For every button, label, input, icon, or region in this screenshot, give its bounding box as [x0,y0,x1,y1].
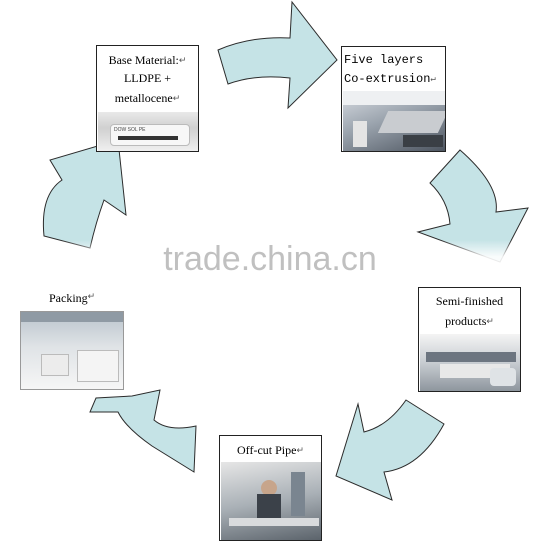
step-base-material: Base Material:↵ LLDPE + metallocene↵ DOW… [96,45,199,152]
step-semi-finished-line2: products [445,314,487,328]
packing-warehouse-photo [20,311,124,390]
watermark-text: trade.china.cn [163,240,377,278]
step-off-cut-pipe-label: Off-cut Pipe [237,443,297,457]
step-base-material-line2: LLDPE + [123,71,172,85]
step-semi-finished: Semi-finished products↵ [418,287,521,392]
arrow-semifinished-to-offcut [335,399,445,501]
production-line-photo [420,334,520,391]
step-off-cut-pipe: Off-cut Pipe↵ [219,435,322,541]
step-coextrusion-line2: Co-extrusion [344,72,431,86]
resin-bags-photo: DOW SOL PE [98,112,198,151]
watermark-band [0,240,538,282]
step-semi-finished-line1: Semi-finished [435,294,504,308]
resin-bag-label: DOW SOL PE [114,127,146,133]
arrow-base-to-coextrusion [217,0,338,110]
step-coextrusion-line1: Five layers [344,53,424,67]
extrusion-line-photo [343,91,445,151]
arrow-packing-to-base [42,139,127,249]
step-coextrusion: Five layers Co-extrusion↵ [341,46,446,152]
step-base-material-line1: Base Material: [108,53,179,67]
step-packing-label: Packing [49,291,88,305]
pipe-cutting-photo [221,462,321,540]
arrow-offcut-to-packing [89,389,197,473]
step-base-material-line3: metallocene [114,91,173,105]
